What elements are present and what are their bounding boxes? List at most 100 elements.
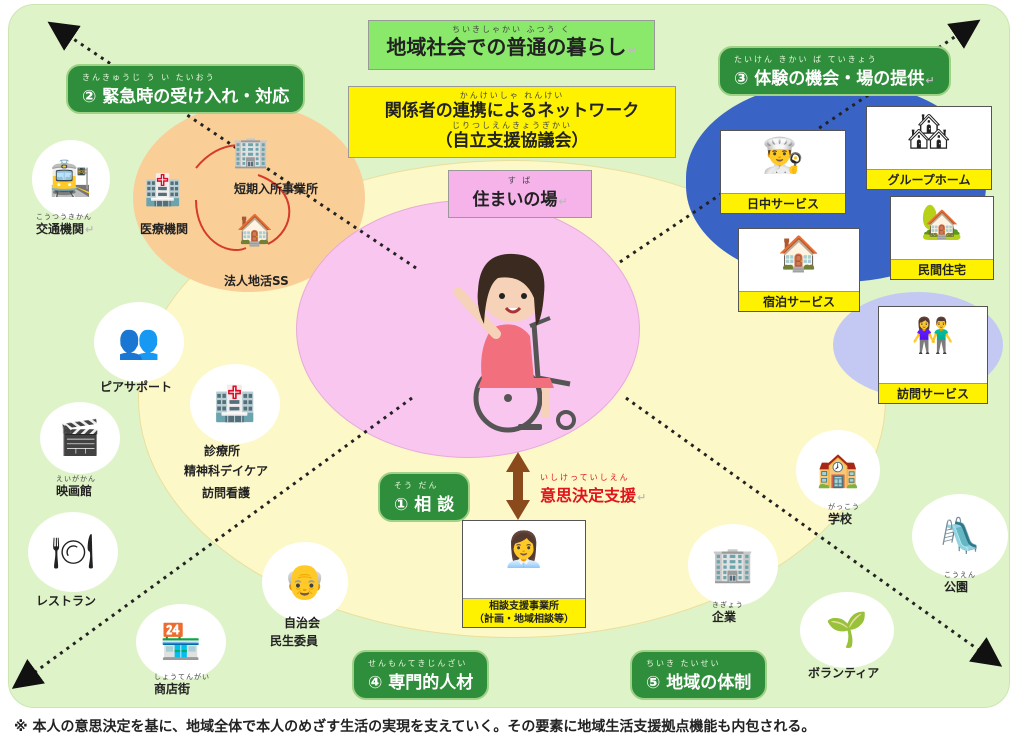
school-label: 学校	[828, 512, 853, 526]
experience-label: ③ 体験の機会・場の提供	[734, 69, 925, 89]
school-label-wrap: がっこう学校	[828, 502, 860, 527]
restaurant-node: 🍽	[28, 512, 118, 592]
park-label-wrap: こうえん公園	[944, 570, 976, 595]
specialist-label: ④ 専門的人材	[368, 673, 474, 693]
daytime-service-label: 日中サービス	[721, 193, 845, 213]
consult-pill: そう だん ① 相 談	[378, 472, 471, 522]
wheelchair-user-illustration	[438, 238, 598, 434]
transport-label: 交通機関	[36, 222, 85, 236]
specialist-pill: せんもんてきじんざい ④ 専門的人材	[352, 650, 490, 700]
transport-label-wrap: こうつうきかん交通機関↵	[36, 213, 95, 236]
overnight-house-icon: 🏠	[777, 234, 821, 274]
park-ruby: こうえん	[944, 571, 976, 579]
school-node: 🏫	[796, 430, 880, 510]
cinema-icon: 🎬	[58, 418, 102, 458]
arrow-bottom-right	[625, 396, 1003, 667]
neighborhood-assoc-label: 自治会	[284, 616, 321, 630]
visiting-nurse-label: 訪問看護	[202, 486, 251, 500]
hospital-label: 医療機関	[140, 222, 189, 236]
daytime-service-card: 👨‍🍳 日中サービス	[720, 130, 846, 214]
community-system-pill: ちいき たいせい ⑤ 地域の体制	[630, 650, 768, 700]
restaurant-label: レストラン	[36, 594, 97, 608]
private-house-icon: 🏡	[920, 202, 964, 242]
shops-icon: 🏪	[159, 622, 203, 662]
network-subtitle: （自立支援協議会）	[435, 131, 589, 152]
cinema-label-wrap: えいがかん映画館	[56, 474, 96, 499]
network-ruby: かんけいしゃ れんけい	[459, 91, 565, 100]
volunteer-icon: 🌱	[825, 610, 869, 650]
cinema-node: 🎬	[40, 402, 120, 474]
hospital-icon: 🏥	[144, 173, 182, 208]
private-housing-card: 🏡 民間住宅	[890, 196, 994, 280]
elderly-couple-icon: 👴	[283, 562, 327, 602]
park-label: 公園	[944, 580, 969, 594]
playground-icon: 🛝	[938, 516, 982, 556]
peer-support-node: 👥	[94, 302, 184, 382]
park-node: 🛝	[912, 494, 1008, 578]
private-housing-label: 民間住宅	[891, 259, 993, 279]
corp-house-icon: 🏠	[236, 213, 274, 248]
shopping-street-node: 🏪	[136, 604, 226, 680]
community-system-ruby: ちいき たいせい	[646, 659, 721, 668]
restaurant-icon: 🍽	[51, 532, 95, 572]
emergency-links	[195, 144, 291, 251]
visit-staff-icon: 👫	[911, 316, 955, 356]
volunteer-node: 🌱	[800, 592, 894, 668]
visit-service-label: 訪問サービス	[879, 383, 987, 403]
experience-ruby: たいけん きかい ば ていきょう	[734, 55, 878, 64]
network-title: 関係者の連携によるネットワーク	[384, 101, 640, 121]
daycare-label: 精神科デイケア	[184, 464, 269, 478]
company-node: 🏢	[688, 524, 778, 606]
office-building-icon: 🏢	[711, 545, 755, 585]
daytime-service-icon: 👨‍🍳	[761, 136, 805, 176]
decision-ruby: いしけっていしえん	[540, 473, 630, 482]
peer-group-icon: 👥	[117, 322, 161, 362]
network-box: かんけいしゃ れんけい 関係者の連携によるネットワーク じりつしえんきょうぎかい…	[348, 86, 676, 158]
transport-node: 🚉	[32, 140, 110, 218]
consult-office-card: 👩‍💼 相談支援事業所 （計画・地域相談等）	[462, 520, 586, 628]
school-ruby: がっこう	[828, 503, 860, 511]
neighborhood-node: 👴	[262, 542, 348, 622]
shortstay-building-icon: 🏢	[232, 135, 270, 170]
home-ellipse	[296, 200, 640, 458]
community-system-label: ⑤ 地域の体制	[646, 673, 752, 693]
corp-label: 法人地活SS	[224, 274, 289, 288]
home-ruby: す ば	[507, 176, 533, 185]
emergency-ruby: きんきゅうじ う い たいおう	[82, 73, 216, 82]
consult-ruby: そう だん	[394, 481, 439, 490]
overnight-service-card: 🏠 宿泊サービス	[738, 228, 860, 312]
emergency-label: ② 緊急時の受け入れ・対応	[82, 87, 290, 107]
cinema-ruby: えいがかん	[56, 475, 96, 483]
company-label-wrap: きぎょう企業	[712, 600, 744, 625]
consult-double-arrow	[506, 452, 530, 520]
transport-ruby: こうつうきかん	[36, 213, 92, 221]
home-text: 住まいの場	[472, 190, 558, 210]
group-home-label: グループホーム	[867, 169, 991, 189]
group-home-icon: 🏘	[907, 112, 951, 152]
consult-label: ① 相 談	[394, 495, 455, 515]
clinic-label: 診療所	[204, 444, 241, 458]
visit-service-card: 👫 訪問サービス	[878, 306, 988, 404]
school-icon: 🏫	[816, 450, 860, 490]
shops-label-wrap: しょうてんがい商店街	[154, 672, 210, 697]
consult-office-name: 相談支援事業所	[489, 601, 559, 612]
clinic-node: 🏥	[190, 364, 280, 444]
overnight-service-label: 宿泊サービス	[739, 291, 859, 311]
shortstay-label: 短期入所事業所	[234, 182, 319, 196]
decision-support-label: いしけっていしえん 意思決定支援↵	[540, 473, 647, 505]
group-home-card: 🏘 グループホーム	[866, 106, 992, 190]
company-label: 企業	[712, 610, 737, 624]
community-life-box: ちいきしゃかい ふつう く 地域社会での普通の暮らし↵	[368, 20, 655, 70]
consultant-icon: 👩‍💼	[502, 530, 546, 570]
consult-office-sub: （計画・地域相談等）	[474, 614, 574, 625]
train-icon: 🚉	[49, 159, 93, 199]
decision-text: 意思決定支援	[540, 486, 637, 505]
volunteer-label: ボランティア	[808, 666, 880, 680]
company-ruby: きぎょう	[712, 601, 744, 609]
experience-pill: たいけん きかい ば ていきょう ③ 体験の機会・場の提供↵	[718, 46, 951, 96]
specialist-ruby: せんもんてきじんざい	[368, 659, 468, 668]
home-box: す ば 住まいの場↵	[448, 170, 592, 218]
shops-label: 商店街	[154, 682, 191, 696]
emergency-pill: きんきゅうじ う い たいおう ② 緊急時の受け入れ・対応	[66, 64, 306, 114]
cinema-label: 映画館	[56, 484, 93, 498]
